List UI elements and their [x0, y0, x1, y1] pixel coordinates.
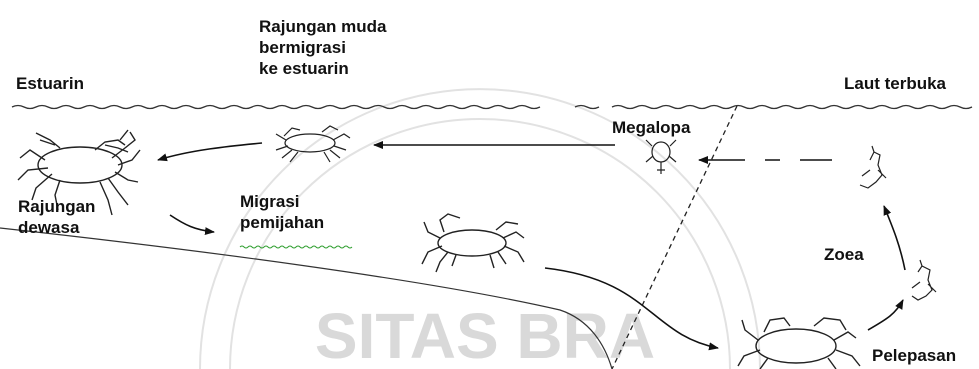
- water-surface-line-right: [575, 106, 972, 109]
- label-adult-crab-line-2: dewasa: [18, 217, 95, 238]
- label-release: Pelepasan: [872, 345, 956, 366]
- label-young-crab-migration: Rajungan muda bermigrasi ke estuarin: [259, 16, 387, 79]
- label-zoea: Zoea: [824, 244, 864, 265]
- spellcheck-underline: [240, 246, 352, 248]
- label-adult-crab: Rajungan dewasa: [18, 196, 95, 238]
- middle-crab-illustration: [422, 214, 524, 272]
- label-estuarin: Estuarin: [16, 73, 84, 94]
- label-spawning-migration: Migrasi pemijahan: [240, 191, 324, 233]
- label-adult-crab-line-1: Rajungan: [18, 196, 95, 217]
- water-surface-line: [12, 106, 540, 109]
- arrow-migration-spawning: [170, 215, 214, 232]
- arrow-young-crab-to-adult: [158, 143, 262, 160]
- arrow-zoea-up: [884, 206, 905, 270]
- label-spawning-line-1: Migrasi: [240, 191, 324, 212]
- label-young-crab-line-3: ke estuarin: [259, 58, 387, 79]
- megalopa-illustration: [646, 140, 676, 174]
- watermark-text: SITAS BRA: [315, 300, 655, 369]
- label-megalopa: Megalopa: [612, 117, 690, 138]
- label-open-sea: Laut terbuka: [844, 73, 946, 94]
- label-young-crab-line-1: Rajungan muda: [259, 16, 387, 37]
- zoea-illustration-top: [860, 146, 886, 188]
- label-spawning-line-2: pemijahan: [240, 212, 324, 233]
- arrow-release-to-zoea: [868, 300, 903, 330]
- zoea-illustration-bottom: [912, 260, 936, 300]
- label-young-crab-line-2: bermigrasi: [259, 37, 387, 58]
